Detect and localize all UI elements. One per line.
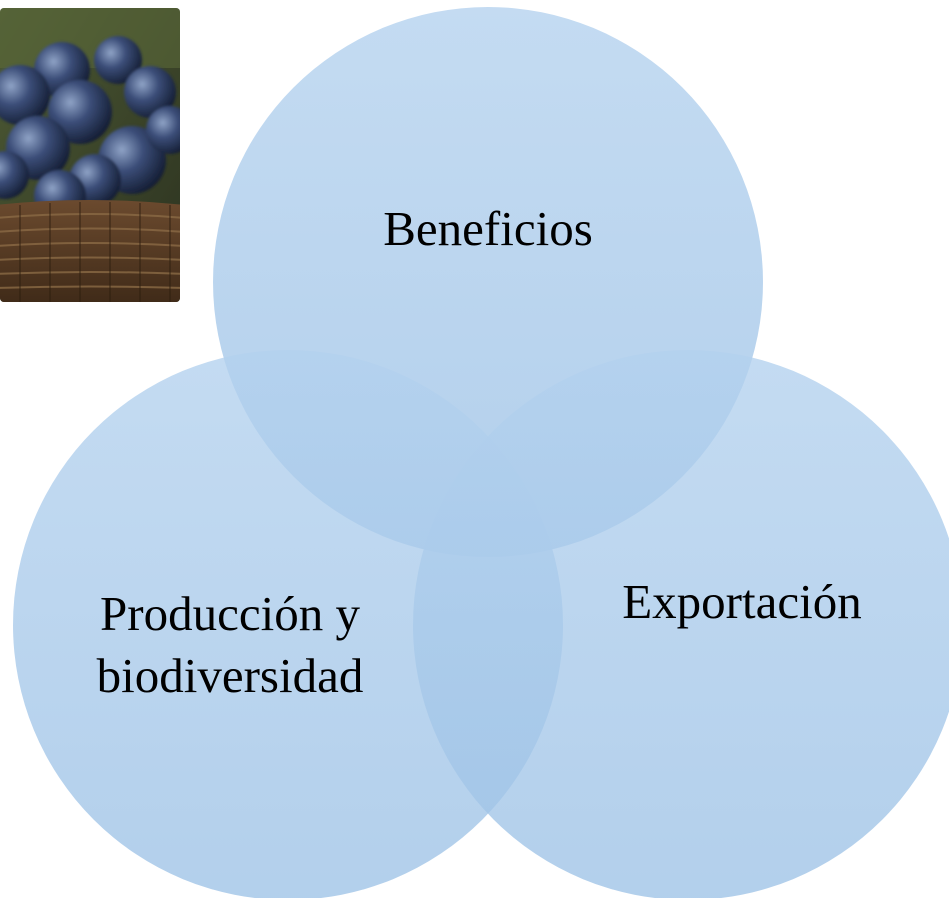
label-biodiversidad: biodiversidad: [97, 648, 364, 703]
venn-circles: [13, 7, 949, 898]
label-beneficios: Beneficios: [383, 201, 593, 256]
blueberry-photo: [0, 8, 180, 302]
label-produccion: Producción y: [100, 586, 360, 641]
label-exportacion: Exportación: [622, 574, 861, 629]
venn-circle-produccion: [13, 350, 563, 898]
venn-circle-exportacion: [413, 350, 949, 898]
